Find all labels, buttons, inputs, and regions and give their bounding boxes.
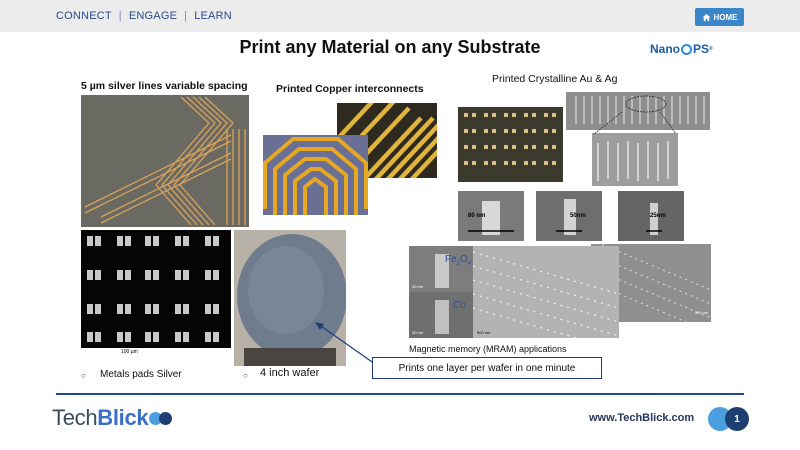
logo-registered-mark: ® — [709, 46, 713, 52]
wafer-label: 4 inch wafer — [260, 367, 320, 379]
logo-ps-text: PS — [693, 42, 710, 56]
logo-nano-text: Nano — [650, 42, 680, 56]
nano-pillar-80-image: 80 nm — [458, 191, 524, 241]
pads-scale-label: 100 µm — [121, 349, 138, 355]
crystalline-label: Printed Crystalline Au & Ag — [492, 73, 618, 85]
mram-pillar-image: Fe3O4 Co 30 nm 30 nm — [409, 246, 473, 338]
mag1-scale-label-lower: 30 nm — [412, 330, 424, 335]
nav-connect-link[interactable]: CONNECT — [56, 10, 112, 22]
nano-size-label: 50nm — [570, 213, 586, 219]
crystalline-sem-wide-image — [566, 92, 710, 130]
brand-blick-text: Blick — [97, 405, 149, 430]
fe3o4-label: Fe3O4 — [445, 254, 472, 267]
zoom-connector-lines — [593, 111, 677, 135]
copper-label: Printed Copper interconnects — [276, 83, 424, 95]
nano-pillar-25-image: 25nm — [618, 191, 684, 241]
nav-links: CONNECT | ENGAGE | LEARN — [56, 10, 232, 22]
nav-learn-link[interactable]: LEARN — [194, 10, 232, 22]
page-number: 1 — [725, 407, 749, 431]
mag2-scale-label: 500 nm — [477, 330, 491, 335]
silver-lines-label: 5 µm silver lines variable spacing — [81, 80, 248, 92]
mram-label: Magnetic memory (MRAM) applications — [409, 344, 567, 354]
callout-arrow — [315, 322, 376, 365]
wafer-bullet-icon: ○ — [243, 371, 248, 380]
copper-interconnect-image — [263, 135, 368, 215]
home-icon — [701, 13, 711, 21]
footer-rule — [56, 393, 744, 395]
pads-bullet-icon: ○ — [81, 371, 86, 380]
callout-box: Prints one layer per wafer in one minute — [372, 357, 602, 379]
nav-separator: | — [184, 10, 188, 22]
page-number-badge: 1 — [708, 407, 752, 431]
top-nav-bar: CONNECT | ENGAGE | LEARN HOME — [0, 0, 800, 32]
slide-title: Print any Material on any Substrate — [239, 37, 541, 57]
brand-dots-icon — [149, 411, 173, 425]
metal-pads-image: 100 µm — [81, 230, 231, 360]
nanoops-logo: Nano PS ® — [650, 42, 713, 56]
logo-o-ring — [681, 43, 692, 55]
mag3-scale-label: 500 nm — [695, 310, 709, 315]
silver-lines-image — [81, 95, 249, 227]
home-button[interactable]: HOME — [695, 8, 744, 26]
nano-size-label: 25nm — [650, 213, 666, 219]
home-button-label: HOME — [713, 12, 738, 22]
mram-array-image-2: 500 nm — [473, 246, 619, 338]
nav-engage-link[interactable]: ENGAGE — [128, 10, 178, 22]
techblick-logo[interactable]: Tech Blick — [52, 405, 173, 431]
nano-pillar-50-image: 50nm — [536, 191, 602, 241]
website-link[interactable]: www.TechBlick.com — [589, 412, 695, 424]
pads-scale-bar-strip: 100 µm — [81, 348, 231, 360]
pads-label: Metals pads Silver — [100, 369, 182, 380]
nano-size-label: 80 nm — [468, 213, 486, 219]
crystalline-sem-zoom-image — [592, 133, 678, 186]
crystalline-grid-image — [458, 107, 563, 182]
mag1-scale-label: 30 nm — [412, 284, 424, 289]
co-label: Co — [453, 300, 466, 311]
brand-tech-text: Tech — [52, 405, 98, 430]
nav-separator: | — [118, 10, 122, 22]
